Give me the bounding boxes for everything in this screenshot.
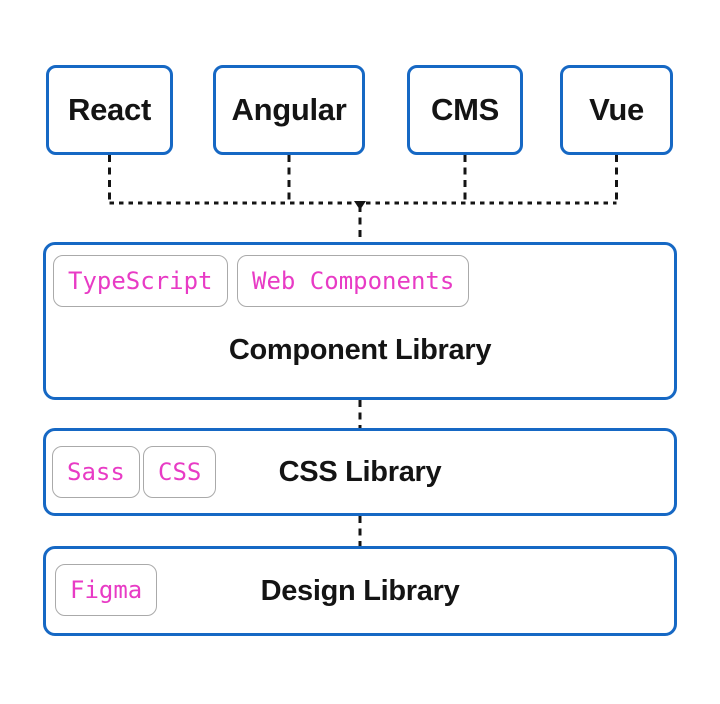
- node-react-label: React: [68, 92, 151, 127]
- node-vue-label: Vue: [589, 92, 644, 127]
- node-cms-label: CMS: [431, 92, 499, 127]
- node-react: React: [46, 65, 173, 155]
- tag-figma: Figma: [55, 564, 158, 616]
- tag-css: CSS: [143, 446, 217, 498]
- node-cms: CMS: [407, 65, 523, 155]
- tag-typescript: TypeScript: [53, 255, 228, 307]
- arrowhead-down-icon: [354, 201, 366, 210]
- layer-title-design-library: Design Library: [260, 575, 460, 607]
- tag-web-components: Web Components: [237, 255, 470, 307]
- layer-title-css-library: CSS Library: [278, 456, 442, 488]
- layer-title-component-library: Component Library: [228, 334, 492, 366]
- node-vue: Vue: [560, 65, 673, 155]
- node-angular-label: Angular: [231, 92, 347, 127]
- node-angular: Angular: [213, 65, 365, 155]
- tag-sass: Sass: [52, 446, 140, 498]
